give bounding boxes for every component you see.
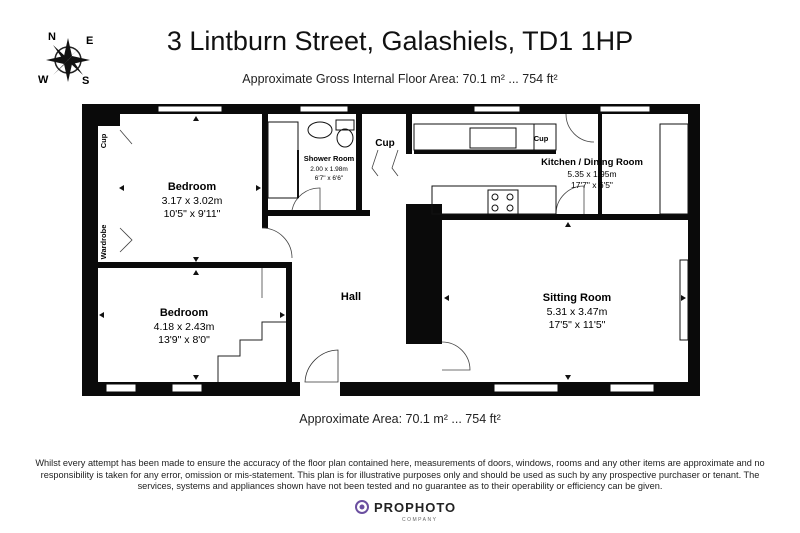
sitting-imperial: 17'5" x 11'5" [549,319,606,331]
sink-icon [469,127,517,149]
sitting-metric: 5.31 x 3.47m [547,306,608,318]
cup-kitchen-name: Cup [534,134,549,143]
hall-name: Hall [341,291,361,303]
compass-n: N [48,31,56,43]
kitchen-fixtures [413,123,689,341]
bedroom2-imperial: 13'9" x 8'0" [158,334,210,346]
stairs [217,321,286,382]
kitchen-name: Kitchen / Dining Room [541,157,643,168]
dimension-markers [99,116,686,380]
shower-name: Shower Room [304,154,355,163]
door-swings [119,113,595,371]
wardrobe-name: Wardrobe [99,225,108,260]
compass-w: W [38,74,49,86]
shower-imperial: 6'7" x 6'6" [315,175,344,182]
kitchen-metric: 5.35 x 1.95m [567,169,616,179]
logo-text: PROPHOTO [374,500,456,515]
compass-rose-icon: N E W S [38,31,93,87]
kitchen-imperial: 17'7" x 6'5" [571,180,613,190]
sitting-name: Sitting Room [543,292,612,304]
hob-icon [487,189,519,215]
room-labels: Bedroom 3.17 x 3.02m 10'5" x 9'11" Bedro… [99,133,643,346]
disclaimer-text: Whilst every attempt has been made to en… [35,458,765,491]
page-title: 3 Lintburn Street, Galashiels, TD1 1HP [166,26,634,56]
bedroom1-name: Bedroom [168,181,217,193]
entrance-gap [300,380,340,398]
windows [105,105,655,393]
cup-bedroom-name: Cup [99,133,108,148]
prophoto-logo: PROPHOTO COMPANY [355,500,456,523]
compass-s: S [82,75,89,87]
toilet-cistern-icon [335,119,355,131]
approximate-area-text: Approximate Area: 70.1 m² ... 754 ft² [299,412,501,426]
cup-hall-name: Cup [375,138,394,149]
gross-area-text: Approximate Gross Internal Floor Area: 7… [242,72,558,86]
bedroom2-name: Bedroom [160,307,209,319]
bedroom1-metric: 3.17 x 3.02m [162,195,223,207]
shower-fixtures [267,119,355,199]
compass-e: E [86,35,93,47]
internal-walls [96,114,688,382]
basin-icon [307,121,333,139]
toilet-bowl-icon [336,128,354,148]
bedroom1-imperial: 10'5" x 9'11" [164,208,221,220]
entrance-door-swing [304,349,339,383]
shower-metric: 2.00 x 1.98m [310,166,348,173]
bedroom2-metric: 4.18 x 2.43m [154,321,215,333]
logo-subtext: COMPANY [402,517,437,523]
camera-lens-icon [355,500,369,514]
